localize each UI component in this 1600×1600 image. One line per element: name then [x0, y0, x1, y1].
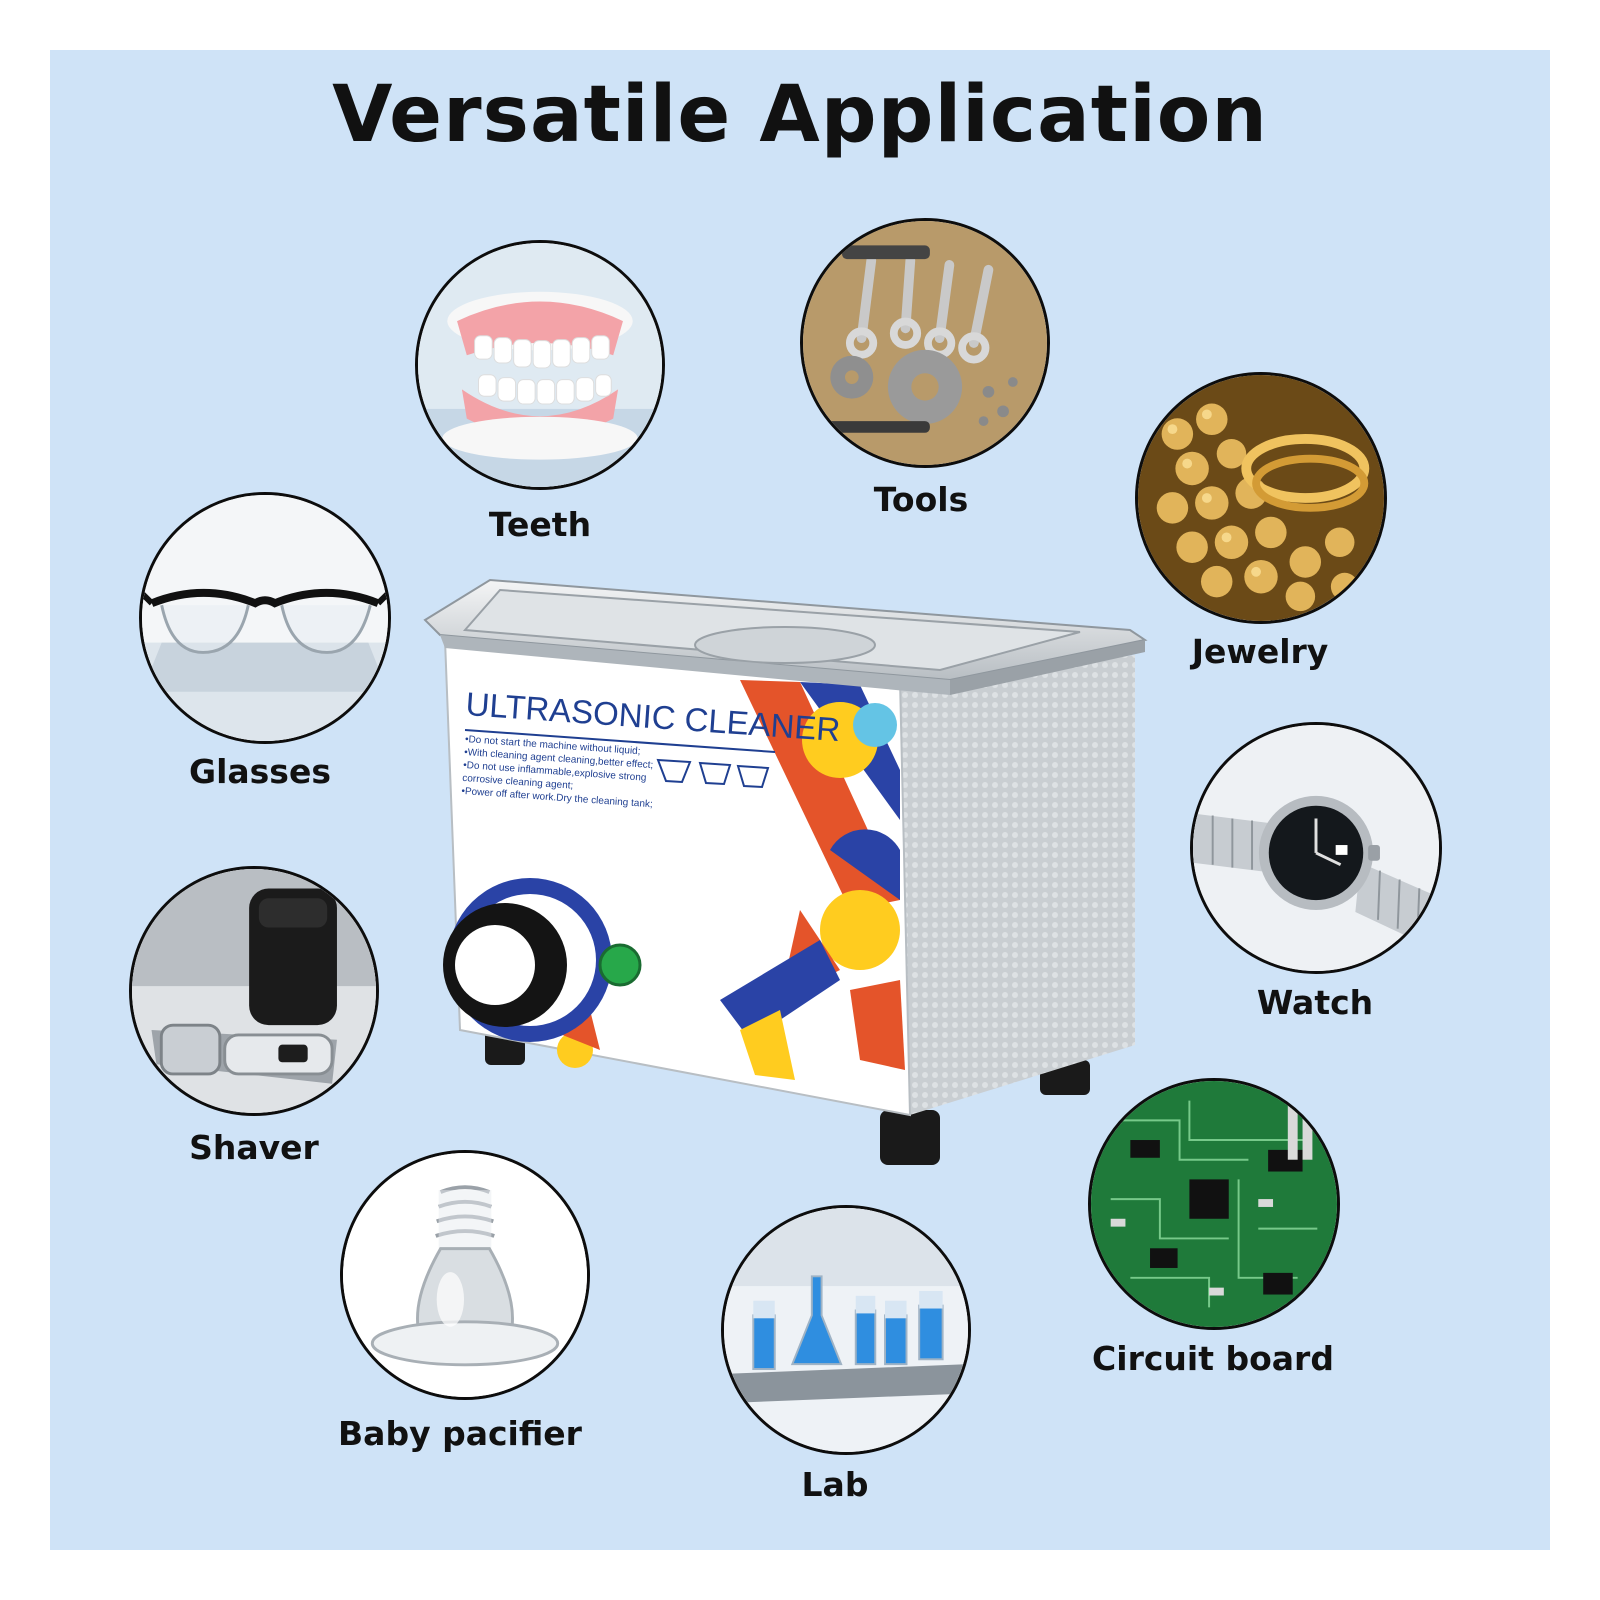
- gold-jewelry-icon: [1135, 372, 1387, 624]
- ultrasonic-cleaner-illustration: ULTRASONIC CLEANER •Do not start the mac…: [423, 578, 1148, 1165]
- wristwatch-icon: [1190, 722, 1442, 974]
- page-title: Versatile Application: [332, 70, 1268, 160]
- eyeglasses-icon: [139, 492, 391, 744]
- label-jewelry: Jewelry: [1191, 632, 1329, 671]
- lab-glassware-icon: [721, 1205, 971, 1455]
- wrench-tools-icon: [800, 218, 1050, 468]
- ultrasonic-cleaner-machine: ULTRASONIC CLEANER •Do not start the mac…: [420, 570, 1160, 1170]
- dentures-icon: [415, 240, 665, 490]
- circuit-board-icon: [1088, 1078, 1340, 1330]
- label-glasses: Glasses: [189, 752, 331, 791]
- label-shaver: Shaver: [189, 1128, 319, 1167]
- label-baby-pacifier: Baby pacifier: [338, 1414, 582, 1453]
- label-teeth: Teeth: [488, 505, 592, 544]
- baby-pacifier-icon: [340, 1150, 590, 1400]
- label-circuit-board: Circuit board: [1092, 1339, 1334, 1378]
- label-watch: Watch: [1256, 983, 1374, 1022]
- label-tools: Tools: [873, 480, 969, 519]
- power-indicator-light: [598, 943, 642, 987]
- electric-shaver-icon: [129, 866, 379, 1116]
- label-lab: Lab: [801, 1465, 869, 1504]
